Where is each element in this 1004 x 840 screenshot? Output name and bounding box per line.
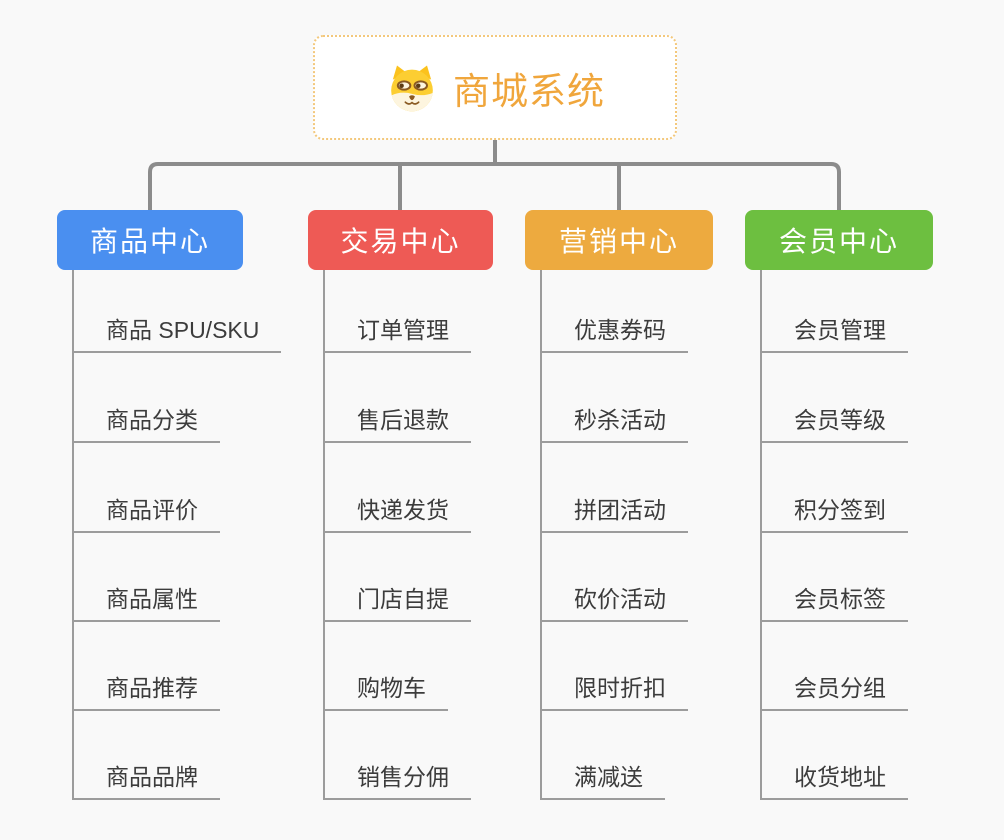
- leaf-node[interactable]: 快递发货: [324, 495, 471, 533]
- trunk-line-product: [72, 268, 74, 800]
- leaf-node[interactable]: 拼团活动: [541, 495, 688, 533]
- branch-node-member-center[interactable]: 会员中心: [745, 210, 933, 270]
- branch-node-product-center[interactable]: 商品中心: [57, 210, 243, 270]
- leaf-node[interactable]: 砍价活动: [541, 584, 688, 622]
- leaf-node[interactable]: 秒杀活动: [541, 405, 688, 443]
- leaf-node[interactable]: 商品分类: [73, 405, 220, 443]
- leaf-node[interactable]: 会员标签: [761, 584, 908, 622]
- leaf-node[interactable]: 优惠券码: [541, 315, 688, 353]
- leaf-node[interactable]: 商品推荐: [73, 673, 220, 711]
- root-node-label: 商城系统: [453, 70, 605, 112]
- leaf-node[interactable]: 商品品牌: [73, 762, 220, 800]
- leaf-node[interactable]: 门店自提: [324, 584, 471, 622]
- leaf-node[interactable]: 满减送: [541, 762, 665, 800]
- leaf-node[interactable]: 购物车: [324, 673, 448, 711]
- leaf-node[interactable]: 商品 SPU/SKU: [73, 315, 282, 353]
- leaf-node[interactable]: 会员分组: [761, 673, 908, 711]
- leaf-node[interactable]: 售后退款: [324, 405, 471, 443]
- leaf-node[interactable]: 商品评价: [73, 495, 220, 533]
- shiba-dog-icon: [391, 65, 433, 111]
- leaf-node[interactable]: 会员管理: [761, 315, 908, 353]
- trunk-line-member: [760, 268, 762, 800]
- leaf-node[interactable]: 收货地址: [761, 762, 908, 800]
- root-node-mall-system[interactable]: 商城系统: [313, 35, 677, 140]
- leaf-node[interactable]: 订单管理: [324, 315, 471, 353]
- leaf-node[interactable]: 积分签到: [761, 495, 908, 533]
- branch-node-marketing-center[interactable]: 营销中心: [525, 210, 713, 270]
- trunk-line-marketing: [540, 268, 542, 800]
- leaf-node[interactable]: 商品属性: [73, 584, 220, 622]
- branch-node-trade-center[interactable]: 交易中心: [308, 210, 493, 270]
- leaf-node[interactable]: 会员等级: [761, 405, 908, 443]
- trunk-line-trade: [323, 268, 325, 800]
- leaf-node[interactable]: 销售分佣: [324, 762, 471, 800]
- leaf-node[interactable]: 限时折扣: [541, 673, 688, 711]
